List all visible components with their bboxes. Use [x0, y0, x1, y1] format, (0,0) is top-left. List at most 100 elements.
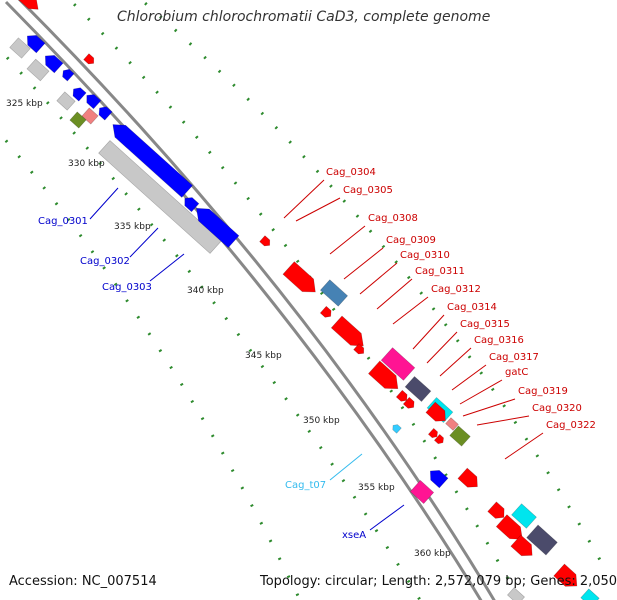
- tick-label: 340 kbp: [187, 286, 224, 296]
- label-leader-line: [412, 314, 445, 350]
- label-leader-line: [504, 432, 544, 460]
- dotted-guide-arc: [67, 0, 522, 600]
- tick-label: 330 kbp: [68, 159, 105, 169]
- gene-arrow: [259, 235, 271, 247]
- label-leader-line: [343, 247, 384, 280]
- label-leader-line: [462, 398, 516, 417]
- gene-label: gatC: [505, 367, 528, 378]
- dotted-guide-arc: [0, 131, 302, 600]
- gene-label: xseA: [342, 530, 366, 541]
- gene-block: [380, 347, 416, 381]
- pseudogene-block: [26, 58, 50, 82]
- tick-label: 335 kbp: [114, 222, 151, 232]
- gene-features: [9, 0, 600, 600]
- tick-labels: 325 kbp 330 kbp 335 kbp 340 kbp 345 kbp 350 k…: [6, 99, 451, 559]
- gene-block: [319, 279, 349, 307]
- pseudogene-block: [9, 37, 31, 59]
- gene-arrow: [86, 94, 102, 110]
- gene-arrow: [112, 124, 193, 198]
- gene-arrow: [487, 501, 505, 519]
- gene-arrow: [510, 534, 533, 557]
- gene-arrow: [72, 87, 87, 102]
- gene-block: [511, 503, 537, 529]
- gene-label: Cag_0316: [474, 335, 524, 346]
- gene-label: Cag_0302: [80, 256, 130, 267]
- gene-label: Cag_0303: [102, 282, 152, 293]
- label-leader-line: [476, 415, 530, 426]
- gene-label: Cag_0320: [532, 403, 582, 414]
- gene-label: Cag_0312: [431, 284, 481, 295]
- gene-arrow: [433, 433, 444, 445]
- gene-arrow: [427, 427, 438, 439]
- gene-label: Cag_0319: [518, 386, 568, 397]
- label-leader-line: [359, 262, 398, 295]
- gene-arrow: [395, 389, 408, 402]
- gene-arrow: [367, 360, 399, 390]
- gene-arrow: [457, 467, 478, 488]
- gene-label: Cag_0314: [447, 302, 497, 313]
- tick-label: 355 kbp: [358, 483, 395, 493]
- map-title: Chlorobium chlorochromatii CaD3, complet…: [117, 9, 491, 25]
- label-leader-line: [329, 225, 366, 255]
- tick-label: 360 kbp: [414, 549, 451, 559]
- label-leader-line: [369, 504, 405, 531]
- gene-label: Cag_0322: [546, 420, 596, 431]
- label-leader-lines: [89, 179, 544, 531]
- backbone-inner: [4, 0, 483, 600]
- pseudogene-block: [98, 140, 222, 254]
- gene-label: Cag_0304: [326, 167, 376, 178]
- label-leader-line: [451, 364, 487, 391]
- pseudogene-block: [56, 91, 76, 111]
- gene-label: Cag_0315: [460, 319, 510, 330]
- gene-label: Cag_0305: [343, 185, 393, 196]
- gene-arrow: [495, 514, 523, 540]
- label-leader-line: [459, 379, 503, 405]
- gene-arrow: [553, 563, 578, 587]
- gene-arrow: [430, 470, 449, 489]
- gene-arrow: [18, 0, 39, 10]
- trna-arrow: [392, 424, 402, 434]
- tick-label: 345 kbp: [245, 351, 282, 361]
- gene-label: Cag_0309: [386, 235, 436, 246]
- label-leader-line: [89, 187, 119, 220]
- label-leader-line: [295, 197, 341, 222]
- gene-label: Cag_0317: [489, 352, 539, 363]
- tick-label: 350 kbp: [303, 416, 340, 426]
- pseudogene-block: [507, 587, 525, 600]
- gene-arrow: [353, 343, 365, 355]
- tick-label: 325 kbp: [6, 99, 43, 109]
- gene-block: [445, 417, 459, 431]
- gene-block: [69, 111, 87, 129]
- gene-arrow: [319, 305, 332, 318]
- gene-block: [81, 107, 99, 125]
- gene-labels: Cag_0304Cag_0305Cag_0308Cag_0309Cag_0310…: [38, 167, 596, 541]
- gene-arrow: [196, 207, 240, 249]
- label-leader-line: [129, 227, 159, 258]
- gene-label: Cag_0311: [415, 266, 465, 277]
- label-leader-line: [376, 278, 413, 310]
- gene-label: Cag_0301: [38, 216, 88, 227]
- gene-label: Cag_t07: [285, 480, 326, 491]
- backbone-outer: [17, 0, 496, 600]
- label-leader-line: [439, 347, 472, 377]
- gene-arrow: [62, 68, 75, 82]
- dotted-guide-arc: [0, 47, 422, 600]
- label-leader-line: [426, 331, 458, 364]
- label-leader-line: [392, 296, 429, 325]
- gene-arrow: [83, 53, 95, 65]
- genome-map-canvas: 325 kbp 330 kbp 335 kbp 340 kbp 345 kbp 350 k…: [0, 0, 602, 600]
- gene-block: [449, 425, 471, 447]
- gene-arrow: [330, 315, 364, 347]
- dotted-guide-arc: [139, 0, 602, 561]
- gene-label: Cag_0310: [400, 250, 450, 261]
- gene-block: [409, 479, 435, 505]
- gene-block: [526, 524, 558, 556]
- gene-block: [404, 376, 432, 402]
- gene-arrow: [98, 106, 113, 121]
- gene-arrow: [27, 35, 46, 54]
- gene-arrow: [282, 261, 316, 293]
- gene-arrow: [45, 55, 64, 74]
- gene-arrow: [184, 197, 200, 213]
- topology-text: Topology: circular; Length: 2,572,079 bp…: [260, 574, 617, 589]
